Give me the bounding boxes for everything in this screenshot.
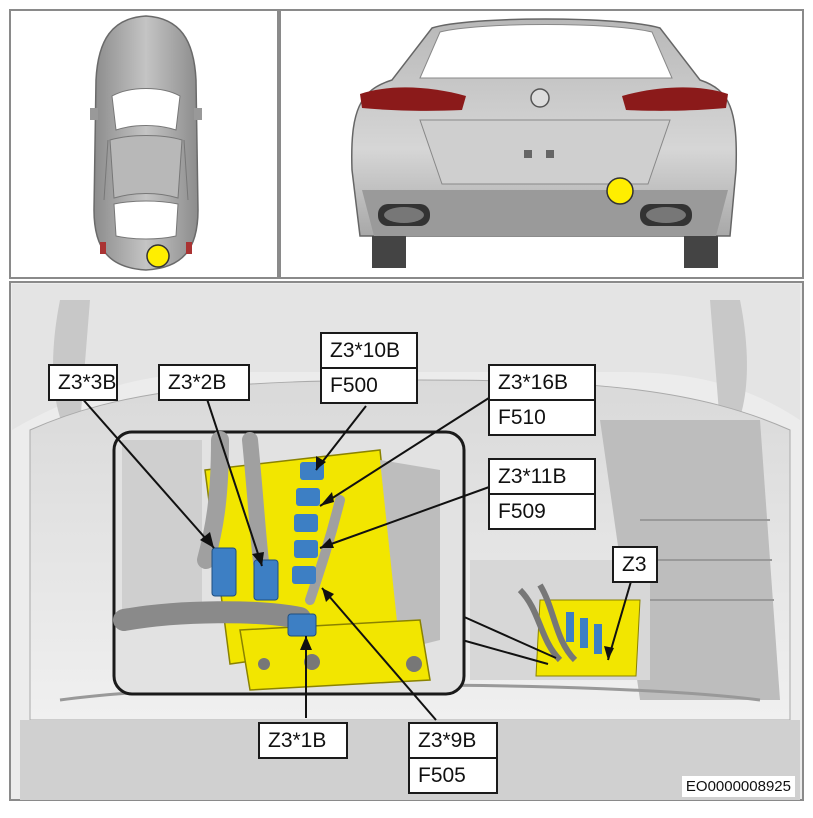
detail-inset [112, 430, 466, 696]
callout-z3-2b: Z3*2B [158, 364, 250, 401]
callout-z3-16b-f510: Z3*16B F510 [488, 364, 596, 436]
image-reference-number: EO0000008925 [681, 776, 795, 797]
callout-label: Z3*2B [168, 371, 227, 394]
leader-arrowheads [200, 456, 614, 660]
callout-label: Z3*16B [498, 371, 569, 394]
location-marker-top-view [146, 244, 170, 268]
callout-z3-11b-f509: Z3*11B F509 [488, 458, 596, 530]
callout-z3-1b: Z3*1B [258, 722, 348, 759]
callout-z3-10b-f500: Z3*10B F500 [320, 332, 418, 404]
car-rear-view [351, 18, 738, 268]
location-marker-rear-view [606, 177, 634, 205]
callout-label: F510 [490, 399, 594, 434]
callout-label: Z3*9B [418, 729, 477, 752]
callout-label: Z3*11B [498, 465, 567, 488]
callout-label: Z3*3B [58, 371, 117, 394]
car-top-view [90, 15, 202, 271]
callout-label: Z3*1B [268, 729, 327, 752]
callout-label: F509 [490, 493, 594, 528]
leader-lines [79, 395, 633, 721]
callout-label: F505 [410, 757, 496, 792]
callout-label: Z3 [622, 553, 647, 576]
callout-z3-9b-f505: Z3*9B F505 [408, 722, 498, 794]
callout-label: F500 [322, 367, 416, 402]
zoom-connector [461, 615, 557, 665]
callout-z3-3b: Z3*3B [48, 364, 118, 401]
callout-label: Z3*10B [330, 339, 401, 362]
callout-z3: Z3 [612, 546, 658, 583]
